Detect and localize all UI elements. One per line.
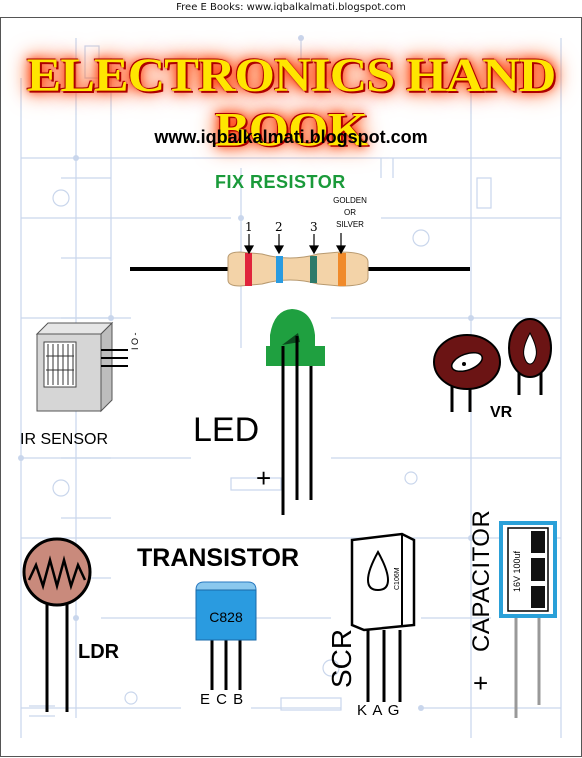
ir-pin-labels: I O -: [130, 332, 140, 351]
vr-label: VR: [490, 404, 513, 421]
tolerance-golden: GOLDEN: [333, 196, 367, 205]
tolerance-or: OR: [344, 208, 356, 217]
led-plus-sign: +: [256, 463, 272, 493]
transistor-icon: [195, 581, 257, 690]
resistor-band-tolerance: [338, 253, 346, 286]
ldr-label: LDR: [78, 641, 120, 663]
tolerance-note: GOLDEN OR SILVER: [330, 195, 370, 231]
ir-sensor-label: IR SENSOR: [20, 431, 109, 448]
capacitor-plus-sign: +: [473, 668, 489, 698]
tolerance-silver: SILVER: [336, 220, 364, 229]
ir-sensor-icon: [35, 321, 128, 413]
band-number-1: 1: [245, 220, 253, 234]
band-number-3: 3: [310, 220, 318, 234]
scr-icon: [350, 532, 416, 702]
fix-resistor-label: FIX RESISTOR: [215, 172, 346, 192]
resistor-band-3: [310, 256, 317, 283]
led-label: LED: [193, 411, 260, 449]
scr-pin-labels: K A G: [357, 702, 401, 719]
capacitor-value: 16V 100uf: [512, 550, 522, 592]
ldr-icon: [22, 537, 92, 712]
band-number-2: 2: [275, 220, 283, 234]
transistor-pin-labels: E C B: [200, 691, 245, 708]
handbook-title: ELECTRONICS HAND BOOK: [26, 49, 557, 157]
resistor-band-2: [276, 256, 283, 283]
resistor-band-1: [245, 253, 252, 286]
capacitor-label: CAPACITOR: [468, 509, 495, 652]
variable-resistor-icon: [433, 318, 552, 412]
website-url[interactable]: www.iqbalkalmati.blogspot.com: [154, 127, 428, 147]
transistor-label: TRANSISTOR: [137, 544, 300, 572]
transistor-code: C828: [209, 609, 243, 625]
scr-label: SCR: [326, 628, 357, 688]
free-ebooks-line: Free E Books: www.iqbalkalmati.blogspot.…: [176, 2, 406, 13]
fixed-resistor: [130, 233, 470, 287]
led-icon: [266, 309, 325, 515]
scr-code: C106M: [394, 567, 401, 590]
capacitor-icon: [499, 521, 557, 718]
